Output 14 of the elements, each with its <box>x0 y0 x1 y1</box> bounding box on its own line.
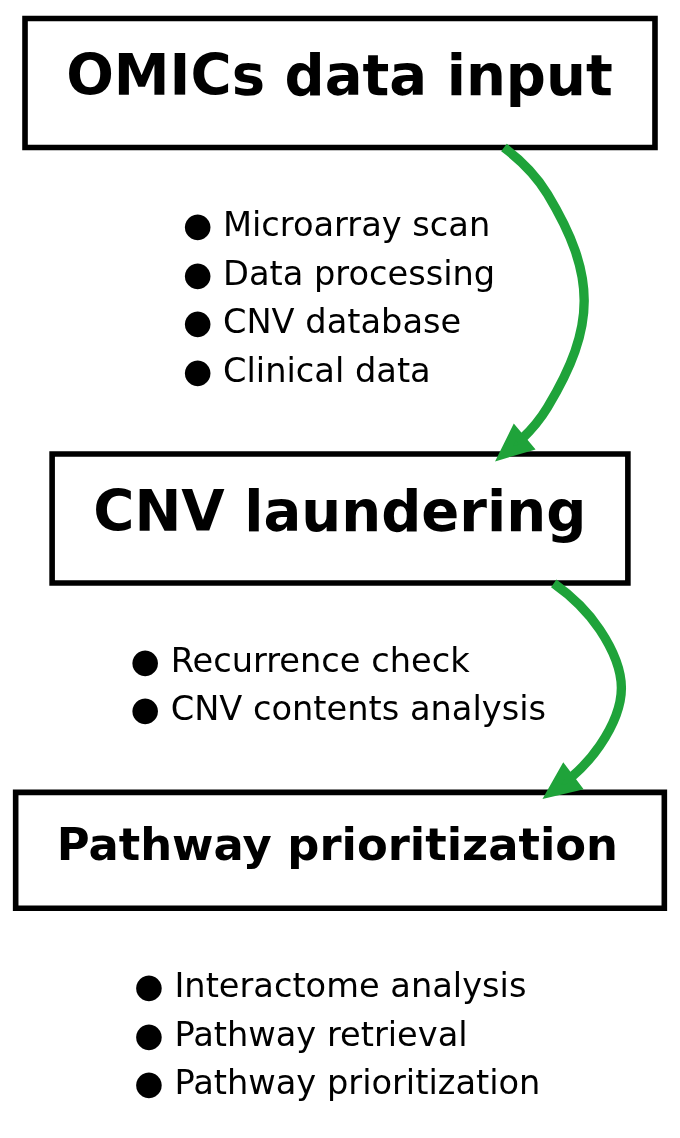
node-box: Pathway prioritization <box>12 789 668 912</box>
node-box: CNV laundering <box>49 451 631 586</box>
node-label: ● Data processing <box>182 253 496 293</box>
node-label: ● CNV database <box>182 302 462 342</box>
node-label: ● Pathway retrieval <box>134 1014 468 1054</box>
node-label: ● Recurrence check <box>130 640 470 680</box>
arrow <box>542 579 627 800</box>
node-label: ● CNV contents analysis <box>130 689 547 729</box>
node-label: ● Microarray scan <box>182 205 491 245</box>
arrow <box>495 143 589 462</box>
node-label: ● Clinical data <box>182 350 431 390</box>
node-label: ● Interactome analysis <box>134 965 527 1005</box>
node-label: ● Pathway prioritization <box>134 1063 541 1103</box>
node-box: OMICs data input <box>22 15 658 151</box>
